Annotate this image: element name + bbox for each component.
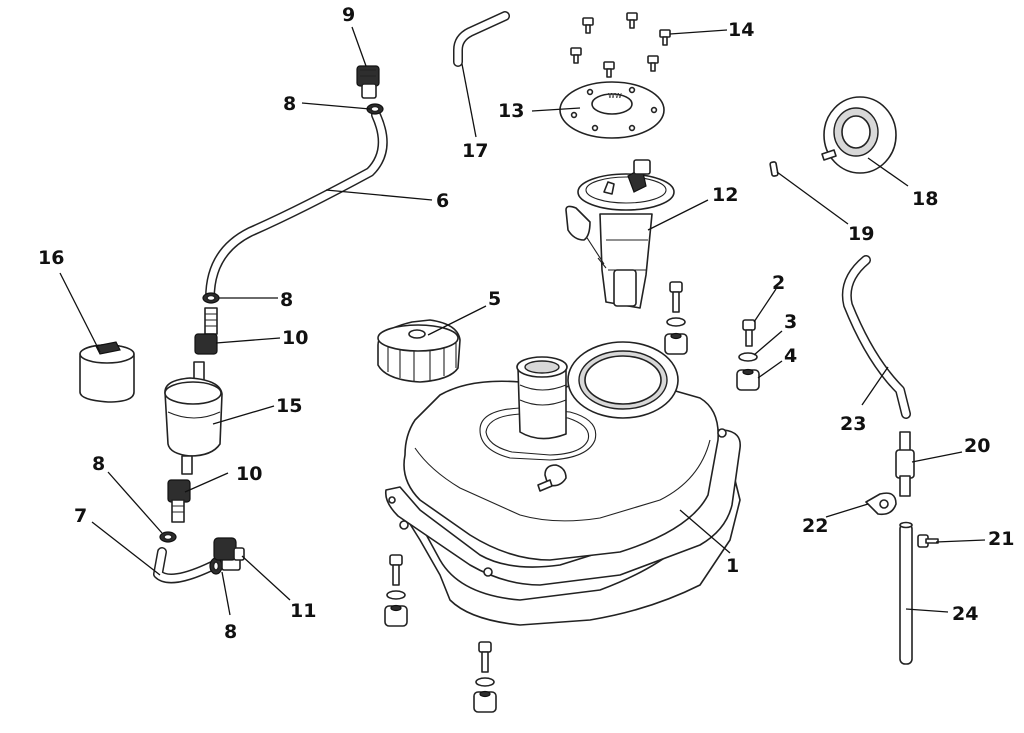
vent-hose-lower bbox=[899, 521, 913, 665]
fuel-filter bbox=[164, 361, 223, 475]
callout-10-lower: 10 bbox=[236, 463, 262, 485]
fuel-hose-upper bbox=[205, 110, 388, 303]
callout-20: 20 bbox=[964, 435, 990, 457]
callout-5: 5 bbox=[488, 288, 501, 310]
callout-7: 7 bbox=[74, 505, 87, 527]
callout-3: 3 bbox=[784, 311, 797, 333]
mount-bolt-stack-right bbox=[736, 319, 760, 391]
callout-4: 4 bbox=[784, 345, 797, 367]
fuel-hose-lower bbox=[153, 547, 217, 584]
quick-connector-lower bbox=[167, 479, 191, 523]
hose-clip-top bbox=[366, 103, 384, 115]
callout-16: 16 bbox=[38, 247, 64, 269]
filter-mount-bracket bbox=[79, 341, 135, 403]
vent-tube-elbow bbox=[453, 11, 510, 67]
pump-retaining-plate: WW bbox=[559, 81, 665, 139]
hose-clip-middle bbox=[202, 292, 220, 304]
callout-21: 21 bbox=[988, 528, 1014, 550]
callout-8-lower-left: 8 bbox=[92, 453, 105, 475]
callout-22: 22 bbox=[802, 515, 828, 537]
callout-1: 1 bbox=[726, 555, 739, 577]
callout-24: 24 bbox=[952, 603, 978, 625]
callout-9: 9 bbox=[342, 4, 355, 26]
quick-connector-upper bbox=[194, 307, 218, 355]
mount-bolt-stack-front-left bbox=[384, 554, 408, 627]
callout-8-lower: 8 bbox=[224, 621, 237, 643]
callout-8-middle: 8 bbox=[280, 289, 293, 311]
plate-marking: WW bbox=[608, 92, 622, 100]
hose-clamp bbox=[865, 492, 897, 516]
callout-10-upper: 10 bbox=[282, 327, 308, 349]
callout-19: 19 bbox=[848, 223, 874, 245]
mount-bolt-stack-front-center bbox=[473, 641, 497, 713]
fuel-tank bbox=[384, 341, 741, 626]
callout-15: 15 bbox=[276, 395, 302, 417]
vent-pin bbox=[769, 161, 779, 177]
hose-clip-lower-left bbox=[159, 531, 177, 543]
callout-2: 2 bbox=[772, 272, 785, 294]
plate-bolts bbox=[570, 12, 671, 78]
callout-17: 17 bbox=[462, 140, 488, 162]
vent-valve bbox=[821, 96, 897, 174]
check-valve bbox=[895, 431, 915, 497]
callout-18: 18 bbox=[912, 188, 938, 210]
fuel-cap bbox=[377, 319, 461, 383]
vent-hose-upper bbox=[841, 255, 911, 419]
mount-bolt-stack-rear bbox=[664, 281, 688, 355]
fuel-pump bbox=[565, 159, 675, 309]
elbow-connector bbox=[213, 537, 245, 571]
clamp-screw bbox=[917, 534, 939, 548]
callout-labels: 1 2 3 4 5 6 7 8 8 8 8 9 10 10 11 12 13 1… bbox=[38, 4, 1014, 643]
callout-14: 14 bbox=[728, 19, 754, 41]
callout-8-top: 8 bbox=[283, 93, 296, 115]
callout-11: 11 bbox=[290, 600, 316, 622]
callout-12: 12 bbox=[712, 184, 738, 206]
quick-connector-top bbox=[356, 65, 380, 99]
callout-13: 13 bbox=[498, 100, 524, 122]
callout-6: 6 bbox=[436, 190, 449, 212]
callout-23: 23 bbox=[840, 413, 866, 435]
leader-lines bbox=[59, 26, 986, 616]
